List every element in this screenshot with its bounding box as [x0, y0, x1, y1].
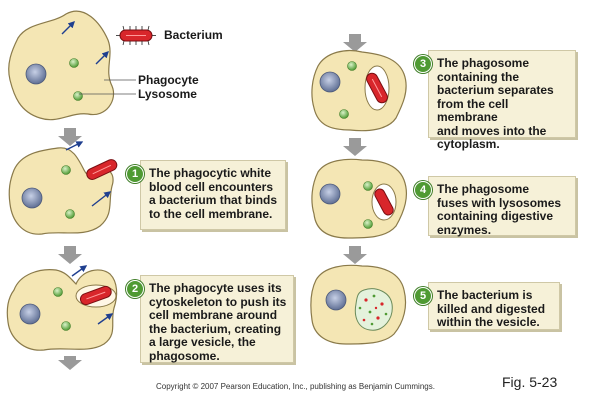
membrane-movement-arrow — [65, 141, 84, 151]
nucleus-icon — [19, 303, 41, 325]
step-5-badge: 5 — [414, 287, 432, 305]
bacterium-label: Bacterium — [164, 28, 223, 42]
membrane-movement-arrow — [61, 21, 75, 35]
lysosome-icon — [65, 209, 75, 219]
phagocyte-cell-digestion — [310, 264, 407, 345]
bacterium-icon — [374, 188, 394, 216]
lysosome-icon — [53, 287, 63, 297]
nucleus-icon — [21, 187, 43, 209]
lysosome-icon — [363, 181, 373, 191]
nucleus-icon — [319, 71, 341, 93]
phagocyte-cell-fusion — [311, 158, 408, 239]
nucleus-icon — [25, 63, 47, 85]
flow-arrow-down — [343, 138, 367, 156]
flow-arrow-down — [58, 128, 82, 146]
lysosome-icon — [339, 109, 349, 119]
digested-fragments — [358, 294, 388, 326]
step-4-description: The phagosome fuses with lysosomes conta… — [428, 176, 576, 236]
step-3-description: The phagosome containing the bacterium s… — [428, 50, 576, 151]
step-5-description: The bacterium is killed and digested wit… — [428, 282, 560, 330]
phagocyte-cell-encounter — [8, 141, 118, 235]
bacterium-icon — [366, 72, 388, 104]
step-2-badge: 2 — [126, 280, 144, 298]
step-3-badge: 3 — [414, 55, 432, 73]
bacterium-icon — [79, 285, 112, 306]
lysosome-icon — [61, 321, 71, 331]
lysosome-icon — [69, 58, 79, 68]
step-2-description: The phagocyte uses its cytoskeleton to p… — [140, 275, 294, 363]
lysosome-icon — [347, 61, 357, 71]
membrane-movement-arrow — [91, 191, 112, 207]
lysosome-icon — [363, 219, 373, 229]
membrane-movement-arrow — [71, 265, 88, 277]
lysosome-icon — [73, 91, 83, 101]
step-4-badge: 4 — [414, 181, 432, 199]
nucleus-icon — [319, 183, 341, 205]
lysosome-label: Lysosome — [138, 87, 197, 101]
phagocyte-cell-engulfing — [6, 265, 118, 351]
phagocyte-cell-phagosome — [311, 49, 407, 132]
step-1-description: The phagocytic white blood cell encounte… — [140, 160, 286, 230]
bacterium-legend-icon — [116, 25, 156, 46]
flow-arrow-down — [58, 356, 82, 370]
nucleus-icon — [325, 289, 347, 311]
phagocyte-label: Phagocyte — [138, 73, 199, 87]
figure-number: Fig. 5-23 — [502, 374, 558, 390]
lysosome-icon — [61, 165, 71, 175]
phagocyte-cell-initial — [8, 10, 115, 121]
membrane-movement-arrow — [97, 313, 114, 325]
step-1-badge: 1 — [126, 165, 144, 183]
flow-arrow-down — [343, 246, 367, 264]
flow-arrow-down — [58, 246, 82, 264]
flow-arrow-down — [343, 34, 367, 52]
copyright-notice: Copyright © 2007 Pearson Education, Inc.… — [156, 382, 435, 391]
membrane-movement-arrow — [95, 51, 109, 65]
bacterium-icon — [86, 159, 118, 180]
